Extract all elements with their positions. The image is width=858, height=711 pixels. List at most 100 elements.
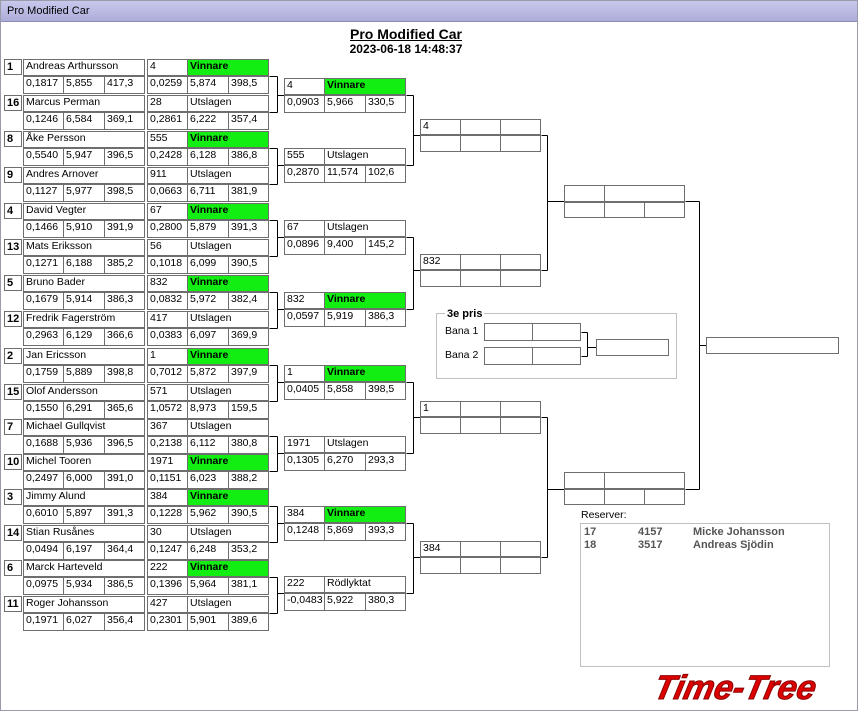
car-number: 367 (148, 420, 188, 435)
page-title: Pro Modified Car (349, 26, 462, 42)
elapsed-time: 5,964 (188, 578, 229, 594)
winner-badge: Vinnare (325, 293, 405, 308)
empty-cell (605, 186, 684, 201)
window-title: Pro Modified Car (7, 5, 90, 17)
driver-name: Michel Tooren (26, 455, 92, 467)
elapsed-time: 5,972 (188, 293, 229, 309)
seed-number: 6 (4, 560, 22, 576)
car-number: 1971 (148, 455, 188, 470)
car-number (421, 558, 461, 573)
semifinal-result-box: 1 (420, 401, 541, 417)
winner-badge: Vinnare (188, 60, 268, 75)
car-number (421, 271, 461, 286)
status-label: Utslagen (190, 312, 232, 324)
semifinal-times-box (420, 417, 541, 434)
car-number: 67 (285, 221, 325, 236)
elapsed-time: 6,222 (188, 113, 229, 129)
semifinal-times-box (420, 557, 541, 574)
reaction-time: 0,1688 (24, 437, 64, 453)
empty-cell (461, 120, 501, 134)
third-place-lane2-box (484, 347, 581, 365)
car-number: 427 (148, 597, 188, 612)
driver-name: Bruno Bader (26, 276, 85, 288)
empty-cell (501, 136, 540, 151)
final-times-box (564, 489, 685, 505)
car-number: 30 (148, 526, 188, 541)
driver-name: Roger Johansson (26, 597, 109, 609)
speed: 389,6 (231, 614, 258, 626)
car-number: 4 (285, 79, 325, 94)
elapsed-time: 6,188 (64, 257, 105, 273)
seed-number: 4 (4, 203, 22, 219)
speed: 391,3 (231, 221, 258, 233)
speed: 364,4 (107, 543, 134, 555)
speed: 398,5 (107, 185, 134, 197)
empty-cell (501, 255, 540, 269)
speed: 398,5 (231, 77, 258, 89)
elapsed-time: 5,889 (64, 366, 105, 382)
driver-name-box: Olof Andersson (23, 384, 145, 401)
speed: 382,4 (231, 293, 258, 305)
winner-badge: Vinnare (188, 349, 268, 364)
reaction-time: 0,1466 (24, 221, 64, 237)
reaction-time: 0,2861 (148, 113, 188, 129)
speed: 159,5 (231, 402, 258, 414)
reserve-name: Micke Johansson (693, 526, 785, 538)
winner-badge: Vinnare (188, 490, 268, 505)
elapsed-time: 6,099 (188, 257, 229, 273)
status-label: Utslagen (190, 168, 232, 180)
reserve-pos: 18 (584, 539, 597, 551)
elapsed-time: 6,097 (188, 329, 229, 345)
elapsed-time: 5,872 (188, 366, 229, 382)
winner-badge: Vinnare (188, 132, 268, 147)
reaction-time: 0,2428 (148, 149, 188, 165)
car-number: 832 (148, 276, 188, 291)
elapsed-time: 5,910 (64, 221, 105, 237)
car-number: 222 (148, 561, 188, 576)
status-label: Utslagen (190, 526, 232, 538)
elapsed-time: 5,947 (64, 149, 105, 165)
driver-name-box: Andres Arnover (23, 167, 145, 184)
speed: 381,9 (231, 185, 258, 197)
status-label: Utslagen (190, 385, 232, 397)
speed: 330,5 (368, 96, 395, 108)
elapsed-time: 5,869 (325, 524, 366, 540)
speed: 356,4 (107, 614, 134, 626)
car-number: 67 (148, 204, 188, 219)
reaction-time: 0,6010 (24, 507, 64, 523)
car-number: 384 (421, 542, 461, 556)
empty-cell (501, 120, 540, 134)
speed: 381,1 (231, 578, 258, 590)
lane2-label: Bana 2 (445, 349, 479, 361)
seed-number: 12 (4, 311, 22, 327)
lane1-number (485, 324, 533, 340)
reaction-time: 0,1396 (148, 578, 188, 594)
elapsed-time: 9,400 (325, 238, 366, 254)
seed-number: 2 (4, 348, 22, 364)
reaction-time: 0,1247 (148, 543, 188, 559)
reaction-time: 0,0405 (285, 383, 325, 399)
car-number: 832 (285, 293, 325, 308)
car-number: 384 (285, 507, 325, 522)
car-number (421, 136, 461, 151)
status-label: Utslagen (190, 597, 232, 609)
driver-name: Fredrik Fagerström (26, 312, 116, 324)
speed: 397,9 (231, 366, 258, 378)
driver-name-box: Mats Eriksson (23, 239, 145, 256)
empty-cell (501, 418, 540, 433)
